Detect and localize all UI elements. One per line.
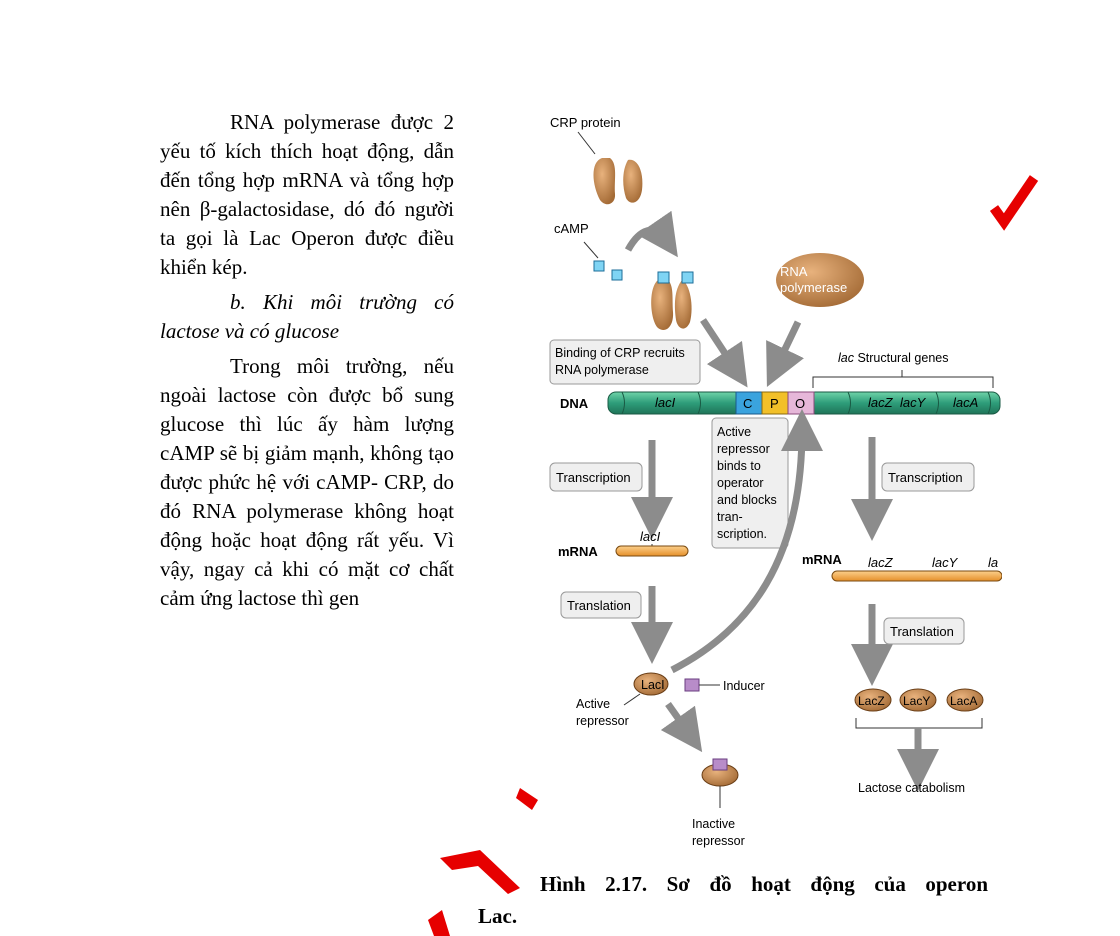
translation-label-left: Translation <box>567 598 631 613</box>
binding-note-box <box>549 339 701 385</box>
lac-operon-diagram: CRP protein cAMP RNA polymerase Binding … <box>549 115 1002 848</box>
mrna-right-gene-lacy: lacY <box>932 555 959 570</box>
repressor-note-box <box>711 417 789 549</box>
watermark-checkmark <box>990 175 1039 231</box>
paragraph-1: RNA polymerase được 2 yếu tố kích thích … <box>160 110 454 279</box>
lacz-protein <box>854 688 892 712</box>
inducer-molecule <box>684 678 700 692</box>
p-site-label: P <box>770 396 779 411</box>
rna-polymerase-label-2: polymerase <box>780 280 847 295</box>
camp-molecule <box>593 260 605 272</box>
figure-caption: Hình 2.17. Sơ đồ hoạt động của operon <box>540 872 988 896</box>
lacy-protein-label: LacY <box>903 694 930 708</box>
transcription-label-left: Transcription <box>556 470 631 485</box>
camp-molecule <box>611 269 623 281</box>
body-text-column: RNA polymerase được 2 yếu tố kích thích … <box>160 108 454 619</box>
mrna-right-gene-laca: la <box>988 555 998 570</box>
transcription-label-right: Transcription <box>888 470 963 485</box>
translation-box-right <box>883 617 965 645</box>
lacz-protein-label: LacZ <box>858 694 885 708</box>
paragraph-2: Trong môi trường, nếu ngoài lactose còn … <box>160 354 454 610</box>
structural-genes-label: lac Structural genes <box>838 351 948 365</box>
section-heading-b: b. Khi môi trường có lactose và có gluco… <box>160 290 454 343</box>
mrna-left-strand <box>615 545 689 557</box>
translation-box-left <box>560 591 642 619</box>
transcription-box-right <box>881 462 975 492</box>
mrna-right-label: mRNA <box>802 552 842 567</box>
binding-note-line1: Binding of CRP recruits <box>555 346 685 360</box>
translation-label-right: Translation <box>890 624 954 639</box>
repressor-note-text: Active repressor binds to operator and b… <box>717 425 780 541</box>
crp-camp-complex <box>651 271 694 331</box>
transcription-box-left <box>549 462 643 492</box>
lacy-gene-label: lacY <box>900 395 927 410</box>
binding-note-line2: RNA polymerase <box>555 363 649 377</box>
c-site-label: C <box>743 396 752 411</box>
structural-genes-bracket <box>812 370 994 388</box>
watermark-fragment <box>428 788 538 936</box>
o-site-label: O <box>795 396 805 411</box>
laci-gene-label: lacI <box>655 395 676 410</box>
active-repressor-label-1: Active <box>576 697 610 711</box>
dna-label: DNA <box>560 396 589 411</box>
figure-caption-line2: Lac. <box>478 904 518 928</box>
crp-protein-shape <box>593 158 643 205</box>
rna-polymerase-label-1: RNA <box>780 264 808 279</box>
laci-protein-label: LacI <box>641 678 665 692</box>
laca-protein <box>946 688 984 712</box>
laca-gene-label: lacA <box>953 395 978 410</box>
rna-polymerase-shape: RNA polymerase <box>776 253 864 307</box>
lacz-gene-label: lacZ <box>868 395 894 410</box>
laca-protein-label: LacA <box>950 694 977 708</box>
active-repressor-label-2: repressor <box>576 714 629 728</box>
inducer-label: Inducer <box>723 679 765 693</box>
mrna-left-gene: lacI <box>640 529 661 544</box>
inactive-repressor-label-1: Inactive <box>692 817 735 831</box>
mrna-right-gene-lacz: lacZ <box>868 555 894 570</box>
laci-protein <box>633 672 669 696</box>
lactose-catabolism-label: Lactose catabolism <box>858 781 965 795</box>
bound-inducer <box>712 758 728 771</box>
mrna-right-strand <box>831 570 1002 582</box>
mrna-left-label: mRNA <box>558 544 598 559</box>
inactive-repressor-label-2: repressor <box>692 834 745 848</box>
camp-label: cAMP <box>554 221 589 236</box>
lacy-protein <box>899 688 937 712</box>
proteins-bracket <box>855 718 983 729</box>
crp-protein-label: CRP protein <box>550 115 621 130</box>
